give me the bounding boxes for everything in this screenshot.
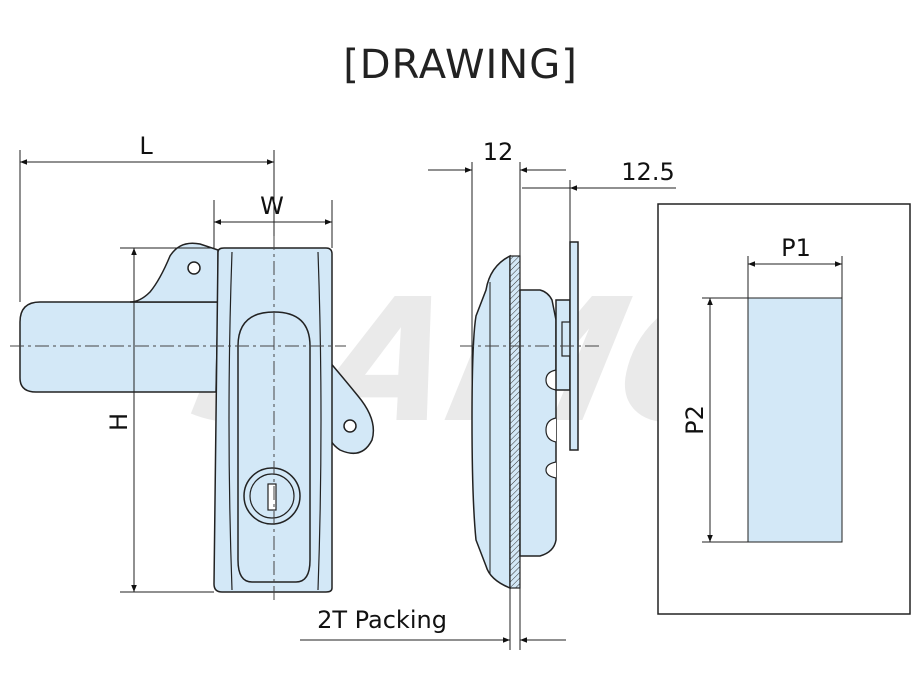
packing-label: 2T Packing (317, 606, 447, 634)
top-ear-hole (187, 261, 201, 275)
dim-L-label: L (139, 132, 153, 160)
handle-arm (19, 301, 219, 393)
dim-12-5-label: 12.5 (621, 158, 674, 186)
packing-layer (509, 255, 521, 589)
front-dimensions: L W H (19, 132, 333, 593)
front-view (10, 236, 375, 604)
side-view (460, 241, 600, 590)
dim-P2-label: P2 (681, 405, 709, 435)
side-bezel (471, 254, 511, 590)
top-ear (129, 242, 219, 303)
right-ear-hole (343, 419, 357, 433)
cutout-rect (747, 297, 843, 543)
dim-H-label: H (105, 413, 133, 431)
dim-W-label: W (260, 192, 284, 220)
dim-12-label: 12 (483, 138, 514, 166)
side-dimensions: 12 12.5 2T Packing (300, 138, 676, 650)
panel-cutout-view: P1 P2 (657, 203, 911, 615)
keyhole-icon (267, 483, 277, 511)
dim-P1-label: P1 (781, 234, 811, 262)
drawing-title: [DRAWING] (343, 42, 578, 88)
panel-outline (657, 203, 911, 615)
